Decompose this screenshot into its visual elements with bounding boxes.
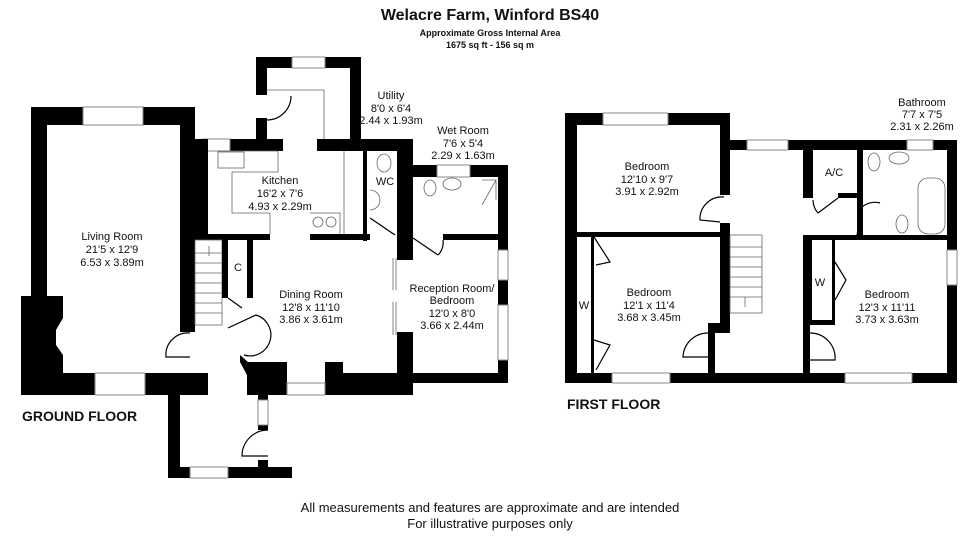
svg-text:3.66 x 2.44m: 3.66 x 2.44m [420, 320, 484, 332]
disclaimer-line-1: All measurements and features are approx… [301, 500, 680, 515]
room-utility: Utility 8'0 x 6'4 2.44 x 1.93m [359, 90, 423, 127]
svg-text:Kitchen: Kitchen [262, 175, 299, 187]
svg-text:3.73 x 3.63m: 3.73 x 3.63m [855, 314, 919, 326]
wc-label: WC [376, 176, 394, 188]
disclaimer-line-2: For illustrative purposes only [407, 516, 573, 531]
room-wet-room: Wet Room 7'6 x 5'4 2.29 x 1.63m [431, 125, 495, 162]
svg-text:2.29 x 1.63m: 2.29 x 1.63m [431, 150, 495, 162]
room-bedroom-2: Bedroom 12'1 x 11'4 3.68 x 3.45m [617, 287, 681, 324]
first-floor-label: FIRST FLOOR [567, 396, 660, 412]
page-title: Welacre Farm, Winford BS40 [381, 7, 599, 24]
room-kitchen: Kitchen 16'2 x 7'6 4.93 x 2.29m [248, 175, 312, 213]
svg-text:12'10 x 9'7: 12'10 x 9'7 [621, 174, 674, 186]
airing-cupboard-label: A/C [825, 167, 843, 179]
first-floor-plan: FIRST FLOOR [565, 112, 958, 412]
svg-text:12'1 x 11'4: 12'1 x 11'4 [623, 300, 675, 312]
svg-text:7'7 x 7'5: 7'7 x 7'5 [902, 109, 942, 121]
svg-text:Dining Room: Dining Room [279, 289, 343, 301]
svg-text:Bedroom: Bedroom [865, 289, 910, 301]
svg-text:Bedroom: Bedroom [625, 161, 670, 173]
svg-text:3.91 x 2.92m: 3.91 x 2.92m [615, 186, 679, 198]
svg-text:16'2 x 7'6: 16'2 x 7'6 [257, 188, 303, 200]
svg-text:Bathroom: Bathroom [898, 97, 946, 109]
first-stairs [729, 234, 763, 314]
svg-text:4.93 x 2.29m: 4.93 x 2.29m [248, 201, 312, 213]
svg-text:Wet Room: Wet Room [437, 125, 489, 137]
room-reception-bedroom: Reception Room/ Bedroom 12'0 x 8'0 3.66 … [410, 283, 496, 332]
svg-text:12'3 x 11'11: 12'3 x 11'11 [858, 302, 915, 314]
svg-text:3.68 x 3.45m: 3.68 x 3.45m [617, 312, 681, 324]
svg-text:2.44 x 1.93m: 2.44 x 1.93m [359, 115, 423, 127]
room-living-room: Living Room 21'5 x 12'9 6.53 x 3.89m [80, 231, 144, 269]
area-value: 1675 sq ft - 156 sq m [446, 40, 534, 50]
svg-text:Utility: Utility [378, 90, 405, 102]
ground-floor-label: GROUND FLOOR [22, 408, 137, 424]
svg-text:7'6 x 5'4: 7'6 x 5'4 [443, 138, 483, 150]
svg-text:21'5 x 12'9: 21'5 x 12'9 [86, 244, 139, 256]
svg-text:Reception Room/: Reception Room/ [410, 283, 496, 295]
room-bathroom: Bathroom 7'7 x 7'5 2.31 x 2.26m [890, 97, 954, 133]
area-subtitle: Approximate Gross Internal Area [420, 28, 562, 38]
svg-text:Bedroom: Bedroom [430, 295, 475, 307]
wardrobe-label-left: W [579, 300, 590, 312]
svg-text:8'0 x 6'4: 8'0 x 6'4 [371, 103, 411, 115]
room-bedroom-3: Bedroom 12'3 x 11'11 3.73 x 3.63m [855, 289, 919, 326]
ground-stairs [194, 239, 223, 326]
svg-text:3.86 x 3.61m: 3.86 x 3.61m [279, 314, 343, 326]
cupboard-label: C [234, 262, 242, 274]
room-dining-room: Dining Room 12'8 x 11'10 3.86 x 3.61m [279, 289, 343, 326]
svg-text:2.31 x 2.26m: 2.31 x 2.26m [890, 121, 954, 133]
ground-floor-plan: GROUND FLOOR [21, 56, 509, 479]
svg-text:6.53 x 3.89m: 6.53 x 3.89m [80, 257, 144, 269]
room-bedroom-1: Bedroom 12'10 x 9'7 3.91 x 2.92m [615, 161, 679, 198]
svg-text:12'8 x 11'10: 12'8 x 11'10 [282, 302, 340, 314]
svg-text:12'0 x 8'0: 12'0 x 8'0 [429, 308, 475, 320]
svg-text:Living Room: Living Room [81, 231, 142, 243]
wardrobe-label-right: W [815, 277, 826, 289]
svg-text:Bedroom: Bedroom [627, 287, 672, 299]
